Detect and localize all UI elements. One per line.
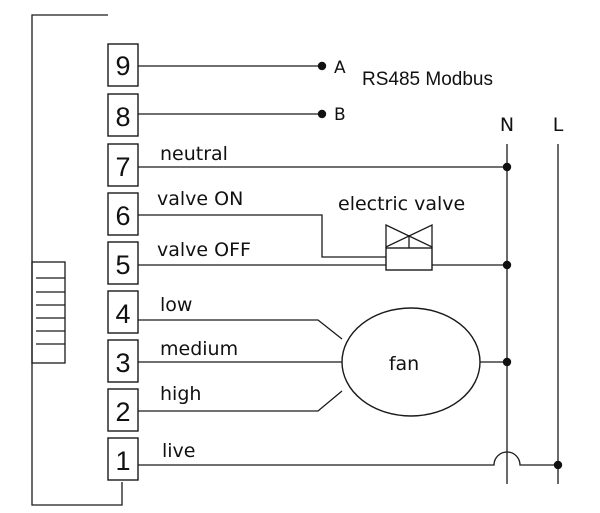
connector-pins <box>36 277 65 345</box>
terminal-block-6: 6 <box>107 192 139 236</box>
fan-high-wire <box>138 390 343 412</box>
bus-b-terminal-dot <box>317 109 327 119</box>
terminal-5-label: valve OFF <box>157 239 251 261</box>
terminal-7-label: neutral <box>160 143 228 165</box>
electric-valve-symbol <box>385 223 433 271</box>
connector-slot <box>31 261 66 364</box>
live-wire <box>138 451 558 466</box>
terminal-1-label: live <box>162 440 196 462</box>
valve-junction-dot <box>502 260 512 270</box>
bus-a-label: A <box>334 58 346 78</box>
bus-b-label: B <box>334 105 346 125</box>
terminal-2-label: high <box>160 383 201 405</box>
terminal-number: 4 <box>115 299 130 329</box>
terminal-block-1: 1 <box>107 437 139 481</box>
terminal-block-3: 3 <box>107 339 139 383</box>
fan-low-wire <box>138 319 343 340</box>
terminal-number: 6 <box>115 201 130 231</box>
terminal-3-label: medium <box>160 338 238 360</box>
terminal-block-2: 2 <box>107 388 139 432</box>
live-rail-label: L <box>553 114 564 136</box>
terminal-number: 7 <box>115 152 130 182</box>
terminal-block-9: 9 <box>107 43 139 87</box>
terminal-block-8: 8 <box>107 93 139 137</box>
valve-on-wire <box>138 214 388 258</box>
terminal-number: 2 <box>115 397 130 427</box>
bus-title: RS485 Modbus <box>362 69 493 90</box>
terminal-number: 3 <box>115 348 130 378</box>
terminal-number: 8 <box>115 102 130 132</box>
live-junction-dot <box>553 460 563 470</box>
bus-a-terminal-dot <box>317 61 327 71</box>
neutral-junction-dot <box>502 162 512 172</box>
terminal-4-label: low <box>160 294 192 316</box>
fan-label: fan <box>389 353 419 375</box>
valve-label: electric valve <box>338 193 465 215</box>
terminal-number: 5 <box>115 250 130 280</box>
terminal-block-5: 5 <box>107 241 139 285</box>
terminal-6-label: valve ON <box>157 188 243 210</box>
controller-housing <box>31 14 123 506</box>
terminal-number: 9 <box>115 51 130 81</box>
fan-junction-dot <box>502 357 512 367</box>
terminal-number: 1 <box>115 446 130 476</box>
terminal-block-4: 4 <box>107 290 139 334</box>
terminal-block-7: 7 <box>107 143 139 187</box>
neutral-rail-label: N <box>500 114 514 136</box>
